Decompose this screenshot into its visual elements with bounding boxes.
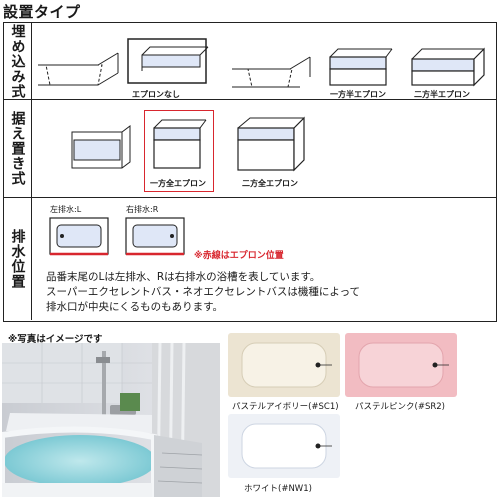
page-title: 設置タイプ (3, 3, 81, 21)
tub-full-apron-two-side-diagram (237, 116, 305, 172)
drain-right-diagram (125, 217, 185, 256)
highlight-frame-full-apron-one-side (144, 110, 214, 192)
tub-half-apron-one-side-diagram (329, 48, 393, 86)
row-header-label: 埋め込み式 (9, 23, 26, 99)
apron-red-line-note: ※赤線はエプロン位置 (194, 251, 284, 261)
caption-half-apron-two-side: 二方半エプロン (414, 90, 470, 99)
row-header-built-in: 埋め込み式 (4, 23, 32, 99)
photo-disclaimer: ※写真はイメージです (8, 334, 103, 345)
color-label-white: ホワイト(#NW1) (244, 484, 312, 494)
drain-description-line: スーパーエクセレントバス・ネオエクセレントバスは機種によって (46, 286, 361, 298)
tub-half-apron-sunken-diagram (232, 56, 311, 88)
tub-no-apron-sunken-diagram (38, 52, 119, 86)
color-swatch-white (228, 414, 340, 478)
caption-half-apron-one-side: 一方半エプロン (330, 90, 386, 99)
color-swatch-pastel-pink (345, 333, 457, 397)
label-right-drain: 右排水:R (126, 205, 159, 214)
row-header-label: 据え置き式 (9, 111, 26, 186)
drain-description-line: 品番末尾のLは左排水、Rは右排水の浴槽を表しています。 (46, 271, 321, 283)
row-header-standing: 据え置き式 (4, 100, 32, 197)
tub-half-apron-two-side-diagram (411, 47, 485, 87)
row-header-drain-position: 排水位置 (4, 198, 32, 320)
drain-description-line: 排水口が中央にくるものもあります。 (46, 301, 224, 313)
drain-left-diagram (49, 217, 109, 256)
row-drain-position: 排水位置 左排水:L 右排水:R ※赤線はエプロン位置 品番末尾のLは左排水、R… (4, 198, 496, 320)
row-header-label: 排水位置 (9, 229, 26, 289)
color-swatch-pastel-ivory (228, 333, 340, 397)
bathroom-photo (2, 343, 220, 497)
tub-standing-no-apron-diagram (71, 125, 131, 169)
installation-type-table: 埋め込み式 エプロンなし (3, 22, 497, 322)
color-label-pastel-ivory: パステルアイボリー(#SC1) (232, 402, 339, 412)
color-label-pastel-pink: パステルピンク(#SR2) (355, 402, 445, 412)
caption-full-apron-one-side: 一方全エプロン (150, 179, 206, 188)
row-standing: 据え置き式 一方全エプロン 二方全エプロン (4, 100, 496, 198)
caption-full-apron-two-side: 二方全エプロン (242, 179, 298, 188)
caption-no-apron: エプロンなし (132, 90, 180, 99)
label-left-drain: 左排水:L (50, 205, 82, 214)
row-built-in: 埋め込み式 エプロンなし (4, 23, 496, 100)
tub-full-apron-one-side-diagram (153, 119, 207, 169)
tub-no-apron-diagram (127, 38, 209, 84)
